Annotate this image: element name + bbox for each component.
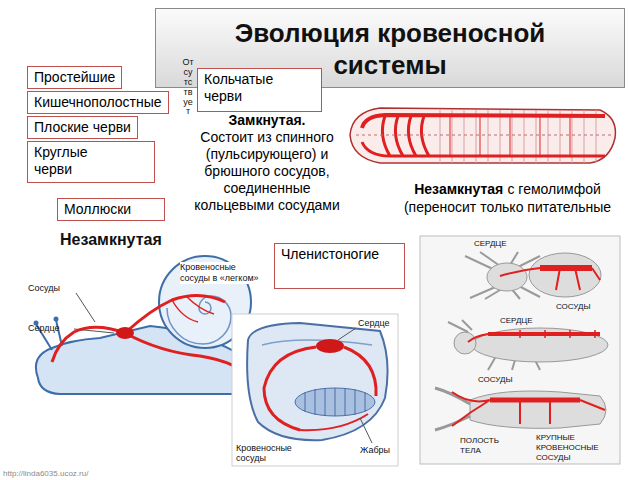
closed-system-text: Замкнутая.Состоит из спинного (пульсирую… [188, 112, 346, 214]
taxon-name: Плоские черви [34, 119, 131, 136]
taxon-box: Кольчатые черви [197, 68, 322, 112]
description-text: Состоит из спинного (пульсирующего) и бр… [188, 129, 346, 214]
taxon-box: Плоские черви [27, 116, 138, 139]
taxon-name: Кольчатые черви [204, 71, 294, 105]
taxon-box: Простейшие [27, 66, 122, 89]
taxon-name: Кишечнополостные [34, 94, 162, 111]
earthworm-figure [350, 108, 615, 163]
callout-label: Сердце [28, 323, 60, 333]
description-text: Замкнутая. [188, 112, 346, 129]
arthropods-figure [420, 236, 620, 464]
open-system-text: Незамкнутаяс гемолимфой (переносит тольк… [400, 180, 615, 216]
taxon-box: Кишечнополостные [27, 91, 169, 114]
callout-label: Сердце [358, 318, 390, 328]
callout-label: Жабры [360, 445, 390, 455]
callout-label: СОСУДЫ [556, 302, 591, 311]
bivalve-figure [232, 314, 398, 466]
callout-label: Кровеносные сосуды в «легком» [180, 262, 268, 284]
callout-label: Сосуды [28, 283, 60, 293]
callout-label: СЕРДЦЕ [500, 316, 533, 325]
group-heading: Незамкнутая [60, 231, 162, 249]
taxon-box: Членистоногие [274, 243, 405, 289]
taxon-box: Моллюски [57, 198, 165, 221]
callout-label: КРУПНЫЕ КРОВЕНОСНЫЕ СОСУДЫ [536, 433, 616, 463]
taxon-box: Круглые черви [27, 141, 155, 183]
callout-label: Кровеносные сосуды [236, 443, 306, 463]
taxon-name: Круглые черви [34, 144, 104, 178]
taxon-name: Членистоногие [281, 246, 398, 263]
callout-label: СОСУДЫ [478, 375, 513, 384]
watermark: http://linda6035.ucoz.ru/ [3, 469, 88, 478]
callout-label: СЕРДЦЕ [474, 239, 507, 248]
absent-note: Отсутствует [182, 58, 194, 117]
taxon-name: Простейшие [34, 69, 115, 86]
callout-label: ПОЛОСТЬ ТЕЛА [460, 436, 508, 456]
description-text: Незамкнутая [414, 181, 503, 197]
taxon-name: Моллюски [64, 201, 158, 218]
